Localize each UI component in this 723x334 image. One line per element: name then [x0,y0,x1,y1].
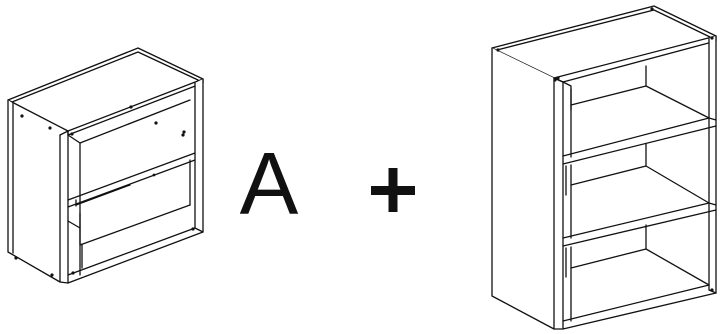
variant-letter: A [240,134,299,233]
small-cabinet [7,47,204,284]
small-cabinet-left-side [7,99,61,283]
tall-cabinet-left-side [491,47,555,330]
tall-cabinet-shelf-1 [562,117,717,165]
tall-cabinet-right-side [708,35,717,294]
small-cabinet-bottom [67,227,204,284]
small-cabinet-right-side [194,78,204,233]
small-cabinet-shelf [67,152,196,208]
small-cabinet-holes [14,105,195,277]
tall-cabinet-holes [496,7,714,292]
tall-cabinet-shelf-2 [562,202,717,247]
small-cabinet-top [7,47,204,132]
tall-cabinet [491,5,717,330]
tall-cabinet-bottom [562,284,717,330]
plus-sign [371,168,415,212]
